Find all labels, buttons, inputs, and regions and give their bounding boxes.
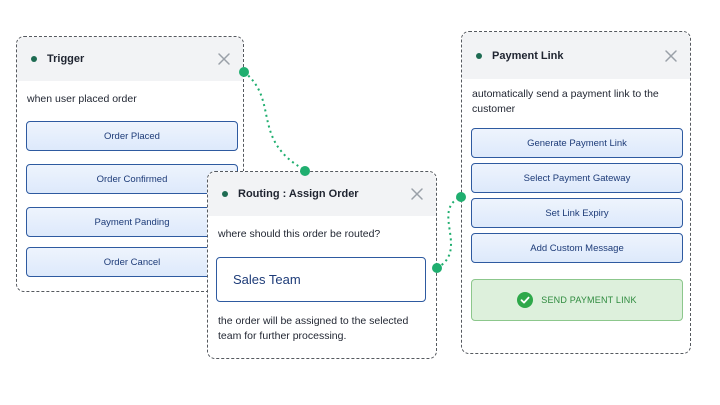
trigger-description: when user placed order	[27, 93, 137, 105]
set-link-expiry-button[interactable]: Set Link Expiry	[471, 198, 683, 228]
status-dot-icon	[476, 52, 482, 59]
payment-title: Payment Link	[492, 49, 564, 62]
routing-question: where should this order be routed?	[218, 228, 381, 240]
routing-note: the order will be assigned to the select…	[218, 315, 409, 342]
send-payment-link-button[interactable]: SEND PAYMENT LINK	[471, 279, 683, 321]
option-order-placed[interactable]: Order Placed	[26, 121, 238, 151]
option-order-cancel[interactable]: Order Cancel	[26, 247, 238, 277]
generate-payment-link-button[interactable]: Generate Payment Link	[471, 128, 683, 158]
routing-input-node[interactable]	[300, 166, 310, 176]
routing-output-node[interactable]	[432, 263, 442, 273]
routing-card: Routing : Assign Order where should this…	[207, 171, 437, 359]
trigger-card-header: Trigger	[17, 37, 243, 81]
trigger-output-node[interactable]	[239, 67, 249, 77]
routing-card-header: Routing : Assign Order	[208, 172, 436, 216]
routing-to-payment-connector	[436, 196, 462, 269]
status-dot-icon	[31, 56, 37, 62]
routing-title: Routing : Assign Order	[238, 188, 359, 200]
add-custom-message-button[interactable]: Add Custom Message	[471, 233, 683, 263]
option-order-confirmed[interactable]: Order Confirmed	[26, 164, 238, 194]
trigger-title: Trigger	[47, 53, 85, 65]
send-payment-link-label: SEND PAYMENT LINK	[541, 295, 637, 305]
close-icon[interactable]	[217, 52, 231, 66]
option-payment-pending[interactable]: Payment Panding	[26, 207, 238, 237]
status-dot-icon	[222, 191, 228, 197]
payment-link-card: Payment Link automatically send a paymen…	[461, 31, 691, 354]
team-select[interactable]: Sales Team	[216, 257, 426, 302]
payment-description: automatically send a payment link to the…	[472, 88, 659, 115]
trigger-card: Trigger when user placed order Order Pla…	[16, 36, 244, 292]
select-payment-gateway-button[interactable]: Select Payment Gateway	[471, 163, 683, 193]
payment-input-node[interactable]	[456, 192, 466, 202]
check-circle-icon	[517, 292, 534, 308]
close-icon[interactable]	[664, 49, 678, 63]
payment-card-header: Payment Link	[462, 32, 690, 79]
trigger-to-routing-connector	[243, 71, 306, 171]
close-icon[interactable]	[410, 187, 424, 201]
